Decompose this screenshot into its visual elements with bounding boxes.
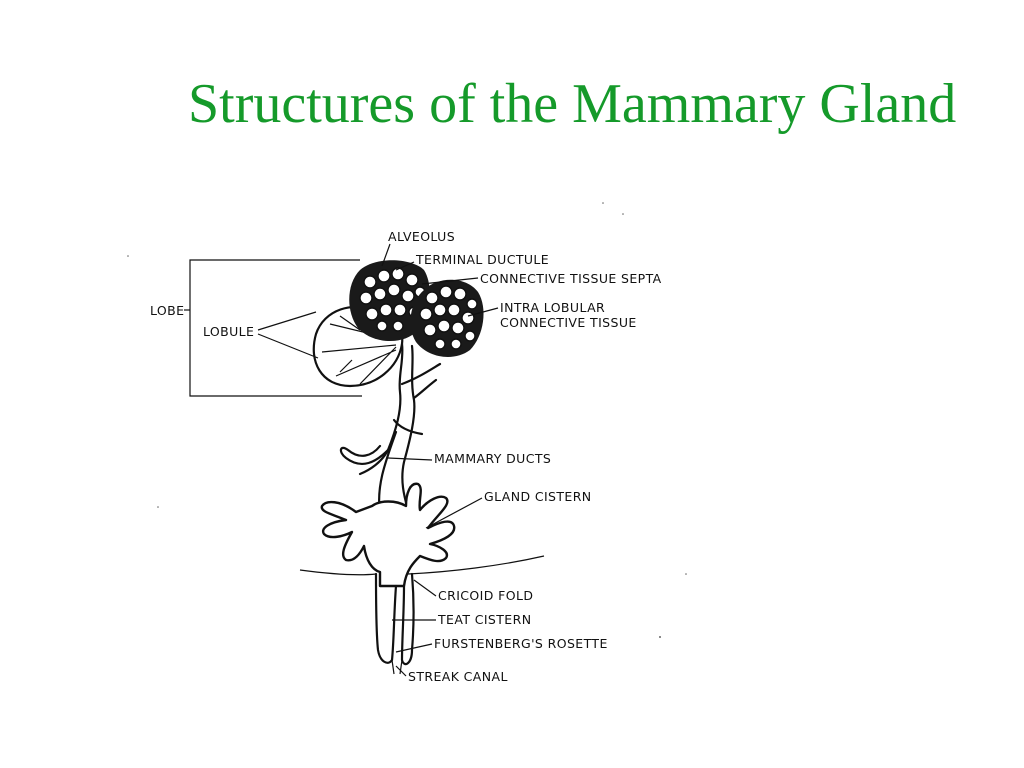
teat-shape — [374, 572, 415, 675]
label-lobule: LOBULE — [203, 324, 254, 339]
label-furstenbergs-rosette: FURSTENBERG'S ROSETTE — [434, 636, 608, 651]
mammary-ducts-shape — [339, 342, 442, 514]
label-gland-cistern: GLAND CISTERN — [484, 489, 592, 504]
label-cricoid-fold: CRICOID FOLD — [438, 588, 533, 603]
label-mammary-ducts: MAMMARY DUCTS — [434, 451, 551, 466]
label-streak-canal: STREAK CANAL — [408, 669, 508, 684]
label-connective-tissue: CONNECTIVE TISSUE — [500, 315, 637, 330]
leader-lines — [257, 243, 499, 677]
label-teat-cistern: TEAT CISTERN — [437, 612, 531, 627]
label-intra-lobular: INTRA LOBULAR — [500, 300, 605, 315]
slide-title: Structures of the Mammary Gland — [188, 73, 957, 135]
alveoli-cluster-right — [410, 279, 484, 357]
label-connective-tissue-septa: CONNECTIVE TISSUE SEPTA — [480, 271, 662, 286]
lobe-bracket — [184, 259, 362, 397]
label-terminal-ductule: TERMINAL DUCTULE — [415, 252, 549, 267]
scan-specks — [127, 202, 687, 638]
gland-cistern-shape — [320, 482, 456, 588]
alveoli-cluster-left — [349, 260, 430, 342]
skin-line — [299, 555, 545, 576]
label-lobe: LOBE — [150, 303, 184, 318]
label-alveolus: ALVEOLUS — [388, 229, 455, 244]
